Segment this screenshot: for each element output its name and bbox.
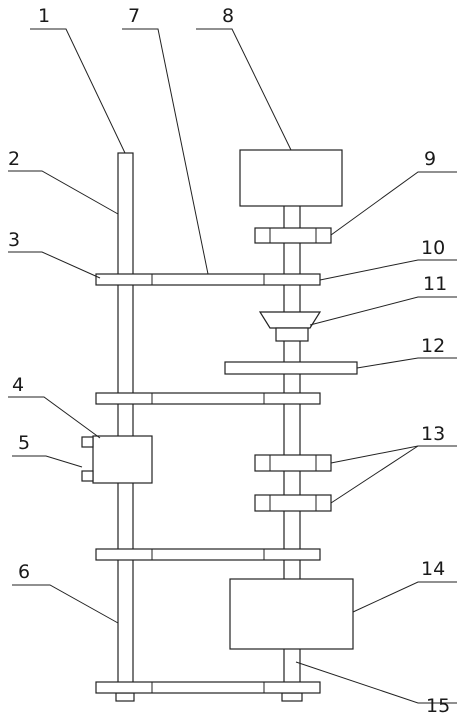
left-column (117, 152, 134, 699)
label-5: 5 (18, 432, 30, 454)
label-10: 10 (421, 237, 445, 259)
label-11: 11 (423, 273, 447, 295)
leader-lines (8, 28, 457, 704)
label-3: 3 (8, 229, 20, 251)
right-shaft-foot (281, 692, 303, 702)
label-2: 2 (8, 148, 20, 170)
label-15: 15 (426, 695, 450, 717)
label-8: 8 (222, 5, 234, 27)
crossbar-bottom (95, 681, 321, 694)
coupling (254, 227, 332, 244)
bearing-lower (254, 494, 332, 512)
crossbar-second (95, 392, 321, 405)
bearing-upper (254, 454, 332, 472)
crossbar-third (95, 548, 321, 561)
label-13: 13 (421, 423, 445, 445)
label-1: 1 (38, 5, 50, 27)
knob-lower (81, 470, 94, 482)
label-4: 4 (12, 374, 24, 396)
slider-block (92, 435, 153, 484)
funnel (258, 311, 322, 342)
knob-upper (81, 436, 94, 448)
crossbar-top (95, 273, 321, 286)
label-14: 14 (421, 558, 445, 580)
label-6: 6 (18, 561, 30, 583)
disc-plate (224, 361, 358, 375)
left-column-foot (115, 692, 135, 702)
label-7: 7 (128, 5, 140, 27)
label-12: 12 (421, 335, 445, 357)
motor-block (239, 149, 343, 207)
lower-box (229, 578, 354, 650)
label-9: 9 (424, 148, 436, 170)
